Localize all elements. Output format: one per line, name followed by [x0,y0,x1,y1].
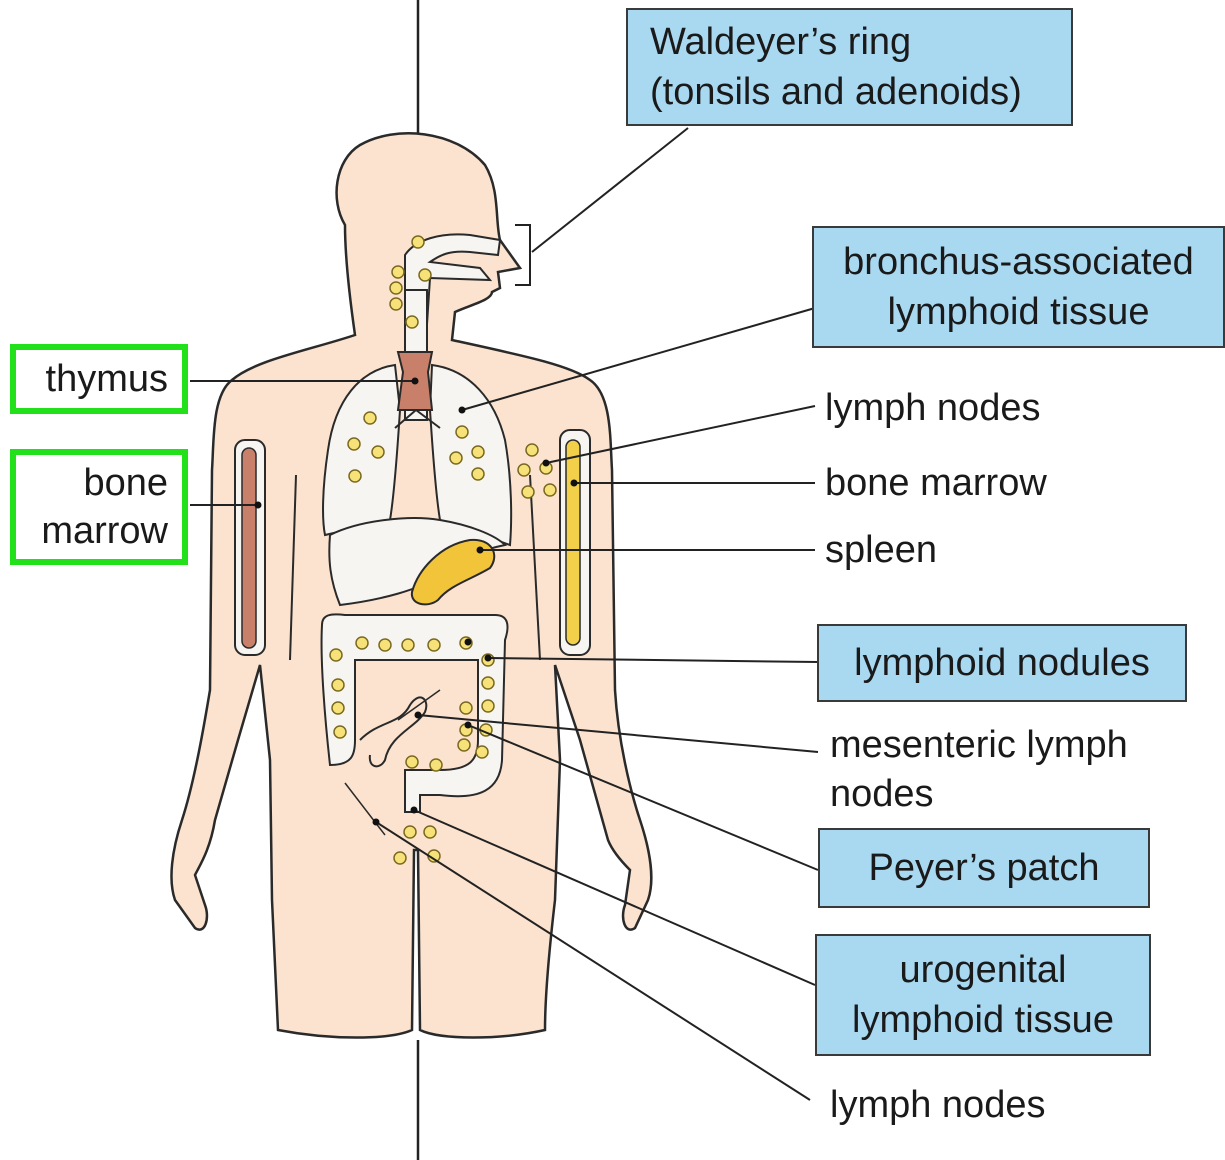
urogenital-line-1: urogenital [900,945,1067,995]
lymph-nodes-lower-label: lymph nodes [830,1080,1045,1130]
bone-marrow-left-line-1: bone [83,459,168,507]
waldeyer-bracket [515,225,530,285]
waldeyers-ring-label: Waldeyer’s ring (tonsils and adenoids) [626,8,1073,126]
bronchus-associated-lymphoid-tissue-label: bronchus-associated lymphoid tissue [812,226,1225,348]
bronchus-line-2: lymphoid tissue [888,287,1150,337]
peyers-patch-label: Peyer’s patch [818,828,1150,908]
right-arm-bone [560,430,590,655]
thymus-text: thymus [46,355,168,403]
thymus-highlight-label: thymus [10,344,188,414]
urogenital-line-2: lymphoid tissue [852,995,1114,1045]
lymph-nodes-upper-label: lymph nodes [825,383,1040,433]
bronchus-line-1: bronchus-associated [843,237,1194,287]
mesenteric-lymph-nodes-label-2: nodes [830,769,934,819]
lymphoid-nodules-text: lymphoid nodules [854,638,1150,688]
waldeyers-ring-line-1: Waldeyer’s ring [650,17,911,67]
left-arm-bone [235,440,265,655]
lymphoid-nodules-label: lymphoid nodules [817,624,1187,702]
peyers-patch-text: Peyer’s patch [869,843,1100,893]
waldeyers-ring-line-2: (tonsils and adenoids) [650,67,1022,117]
spleen-label: spleen [825,525,937,575]
mesenteric-lymph-nodes-label-1: mesenteric lymph [830,720,1128,770]
bone-marrow-left-line-2: marrow [41,507,168,555]
urogenital-lymphoid-tissue-label: urogenital lymphoid tissue [815,934,1151,1056]
bone-marrow-highlight-label: bone marrow [10,449,188,565]
bone-marrow-right-label: bone marrow [825,458,1047,508]
